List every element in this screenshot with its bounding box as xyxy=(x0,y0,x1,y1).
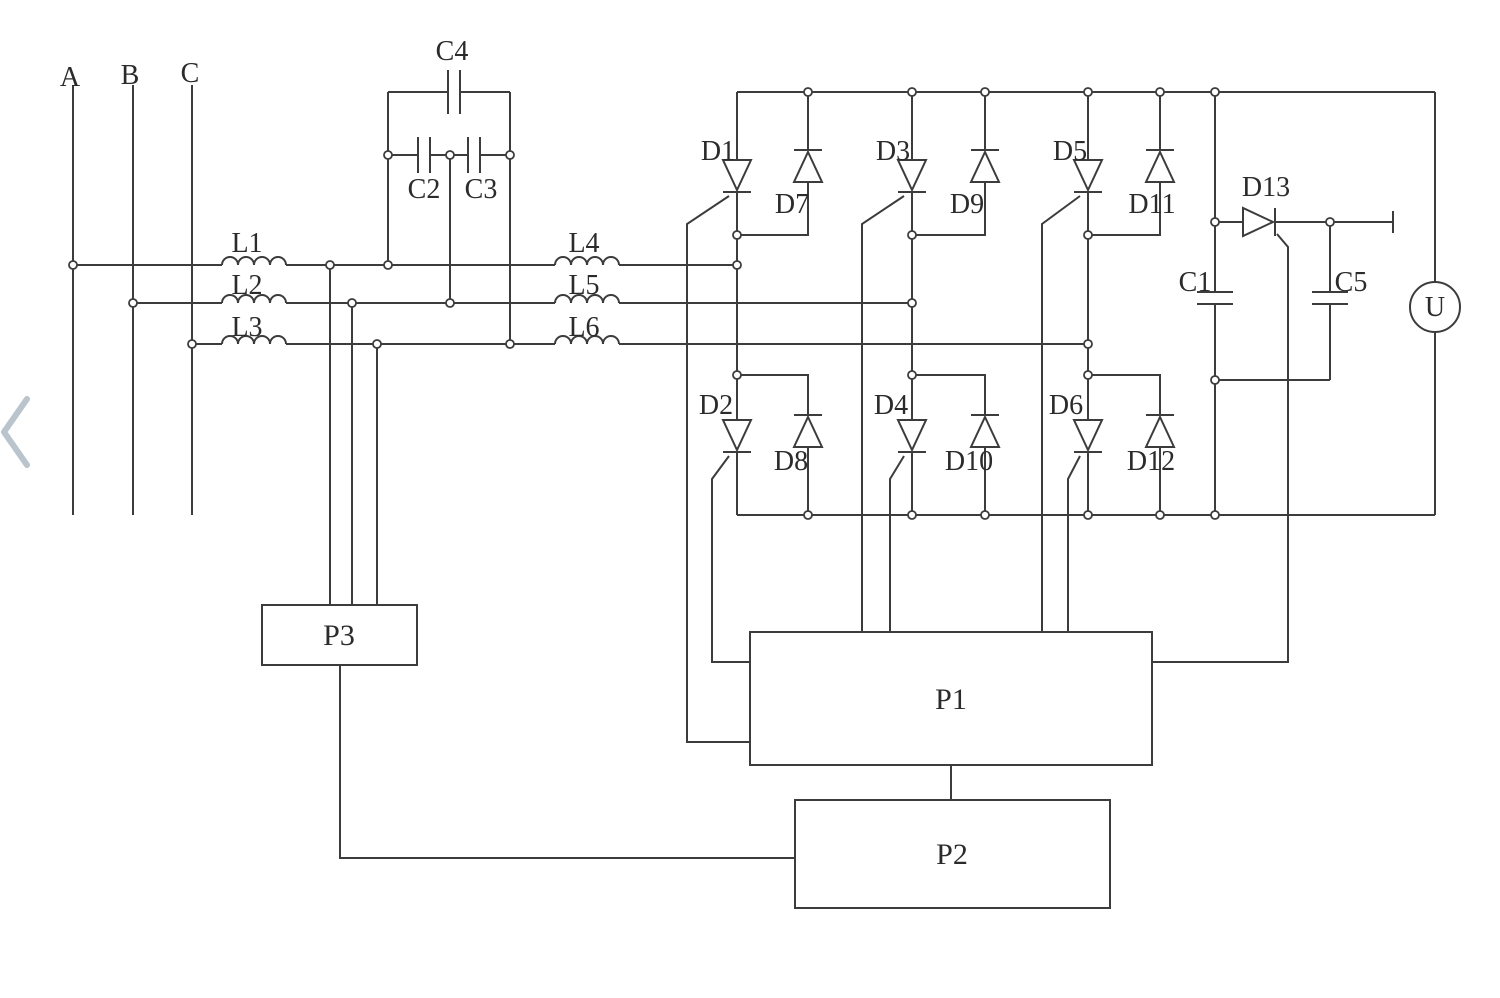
capacitor-c2 xyxy=(388,137,431,173)
label-c3: C3 xyxy=(465,174,498,205)
label-d12: D12 xyxy=(1127,446,1175,477)
label-d10: D10 xyxy=(945,446,993,477)
label-p3: P3 xyxy=(323,619,355,652)
junction-dot xyxy=(1210,510,1220,520)
capacitor-c3 xyxy=(430,137,510,173)
phase-a-wire xyxy=(72,85,737,515)
inductor-l3 xyxy=(221,335,287,345)
capacitor-c1 xyxy=(1197,92,1233,515)
junction-dot xyxy=(732,370,742,380)
label-l1: L1 xyxy=(231,228,262,259)
label-d5: D5 xyxy=(1053,136,1087,167)
junction-dot xyxy=(907,298,917,308)
junction-dot xyxy=(445,150,455,160)
label-phase-b: B xyxy=(121,60,140,91)
junction-dot xyxy=(732,230,742,240)
junction-dot xyxy=(372,339,382,349)
junction-dot xyxy=(1210,217,1220,227)
diode-d8 xyxy=(737,374,824,515)
label-l2: L2 xyxy=(231,270,262,301)
junction-dot xyxy=(803,510,813,520)
diode-d11 xyxy=(1088,92,1176,236)
junction-dot xyxy=(980,87,990,97)
label-d6: D6 xyxy=(1049,390,1083,421)
label-d9: D9 xyxy=(950,189,984,220)
label-p2: P2 xyxy=(936,838,968,871)
filter-frame xyxy=(387,92,511,344)
junction-dot xyxy=(505,339,515,349)
junction-dot xyxy=(907,230,917,240)
junction-dot xyxy=(907,370,917,380)
labels: A B C L1 L2 L3 L4 L5 L6 C4 C2 C3 D1 D3 D… xyxy=(60,36,1445,871)
junction-dot xyxy=(187,339,197,349)
label-u: U xyxy=(1425,292,1445,323)
label-l6: L6 xyxy=(568,312,599,343)
junction-dot xyxy=(347,298,357,308)
junction-dot xyxy=(383,150,393,160)
junction-dot xyxy=(803,87,813,97)
capacitor-c4 xyxy=(388,70,510,114)
junction-dot xyxy=(1155,510,1165,520)
label-c4: C4 xyxy=(436,36,469,67)
junction-dot xyxy=(383,260,393,270)
junction-dot xyxy=(907,510,917,520)
junction-dot xyxy=(1083,510,1093,520)
label-d13: D13 xyxy=(1242,172,1290,203)
label-c5: C5 xyxy=(1335,267,1368,298)
inductor-l4 xyxy=(554,256,620,266)
junction-dot xyxy=(1210,375,1220,385)
diode-d7 xyxy=(737,92,824,236)
block-p2 xyxy=(794,799,1111,909)
label-d1: D1 xyxy=(701,136,735,167)
junction-dot xyxy=(1083,87,1093,97)
junction-dot xyxy=(980,510,990,520)
junction-dot xyxy=(1083,339,1093,349)
diode-d12 xyxy=(1088,374,1176,515)
junction-dot xyxy=(325,260,335,270)
junction-dot xyxy=(1083,230,1093,240)
label-d4: D4 xyxy=(874,390,908,421)
junction-dot xyxy=(445,298,455,308)
thyristor-d5 xyxy=(1041,92,1104,632)
thyristor-d4 xyxy=(889,419,928,632)
junction-dot xyxy=(907,87,917,97)
label-p1: P1 xyxy=(935,683,967,716)
junction-dot xyxy=(1325,217,1335,227)
thyristor-d3 xyxy=(861,92,928,632)
label-d2: D2 xyxy=(699,390,733,421)
junction-dot xyxy=(1083,370,1093,380)
inductor-l6 xyxy=(554,335,620,345)
inductor-l2 xyxy=(221,294,287,304)
diode-d9 xyxy=(912,92,1001,236)
junction-dot xyxy=(1155,87,1165,97)
junction-dot xyxy=(128,298,138,308)
label-phase-c: C xyxy=(181,58,200,89)
control-wires xyxy=(329,265,952,859)
label-c2: C2 xyxy=(408,174,441,205)
label-d8: D8 xyxy=(774,446,808,477)
label-d11: D11 xyxy=(1128,189,1175,220)
thyristor-d6 xyxy=(1067,419,1104,632)
junction-dot xyxy=(505,150,515,160)
thyristor-d2 xyxy=(711,419,753,663)
label-l3: L3 xyxy=(231,312,262,343)
label-d7: D7 xyxy=(775,189,809,220)
label-d3: D3 xyxy=(876,136,910,167)
inductor-l5 xyxy=(554,294,620,304)
label-l5: L5 xyxy=(568,270,599,301)
inductor-l1 xyxy=(221,256,287,266)
nav-previous-icon[interactable] xyxy=(1,396,30,468)
junction-nodes xyxy=(68,87,1335,520)
thyristor-d1 xyxy=(686,92,753,743)
label-phase-a: A xyxy=(60,62,81,93)
label-c1: C1 xyxy=(1179,267,1212,298)
capacitor-c5 xyxy=(1215,222,1348,381)
voltmeter-u xyxy=(1409,281,1461,333)
diode-d10 xyxy=(912,374,1001,515)
junction-dot xyxy=(68,260,78,270)
junction-dot xyxy=(1210,87,1220,97)
label-l4: L4 xyxy=(568,228,599,259)
junction-dot xyxy=(732,260,742,270)
